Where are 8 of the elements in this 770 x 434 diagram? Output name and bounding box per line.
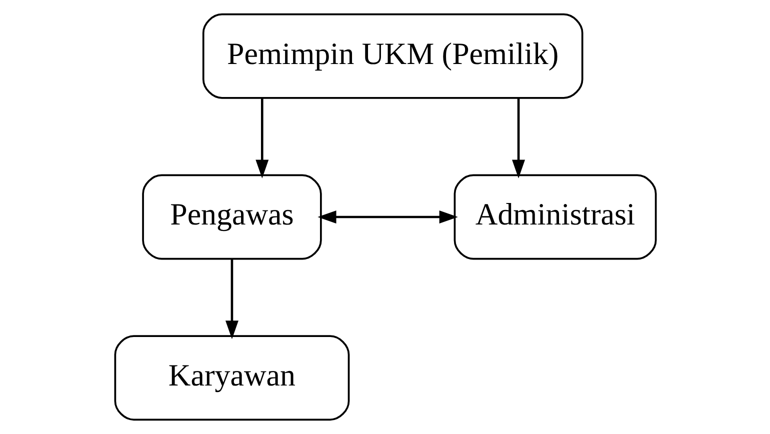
arrow xyxy=(224,258,238,340)
arrow xyxy=(317,210,458,224)
arrow xyxy=(512,98,525,178)
node-box: Pemimpin UKM (Pemilik) xyxy=(202,13,583,99)
node-box: Administrasi xyxy=(453,174,656,260)
node-box: Karyawan xyxy=(114,335,350,421)
arrow xyxy=(255,98,268,178)
node-box: Pengawas xyxy=(142,174,322,260)
